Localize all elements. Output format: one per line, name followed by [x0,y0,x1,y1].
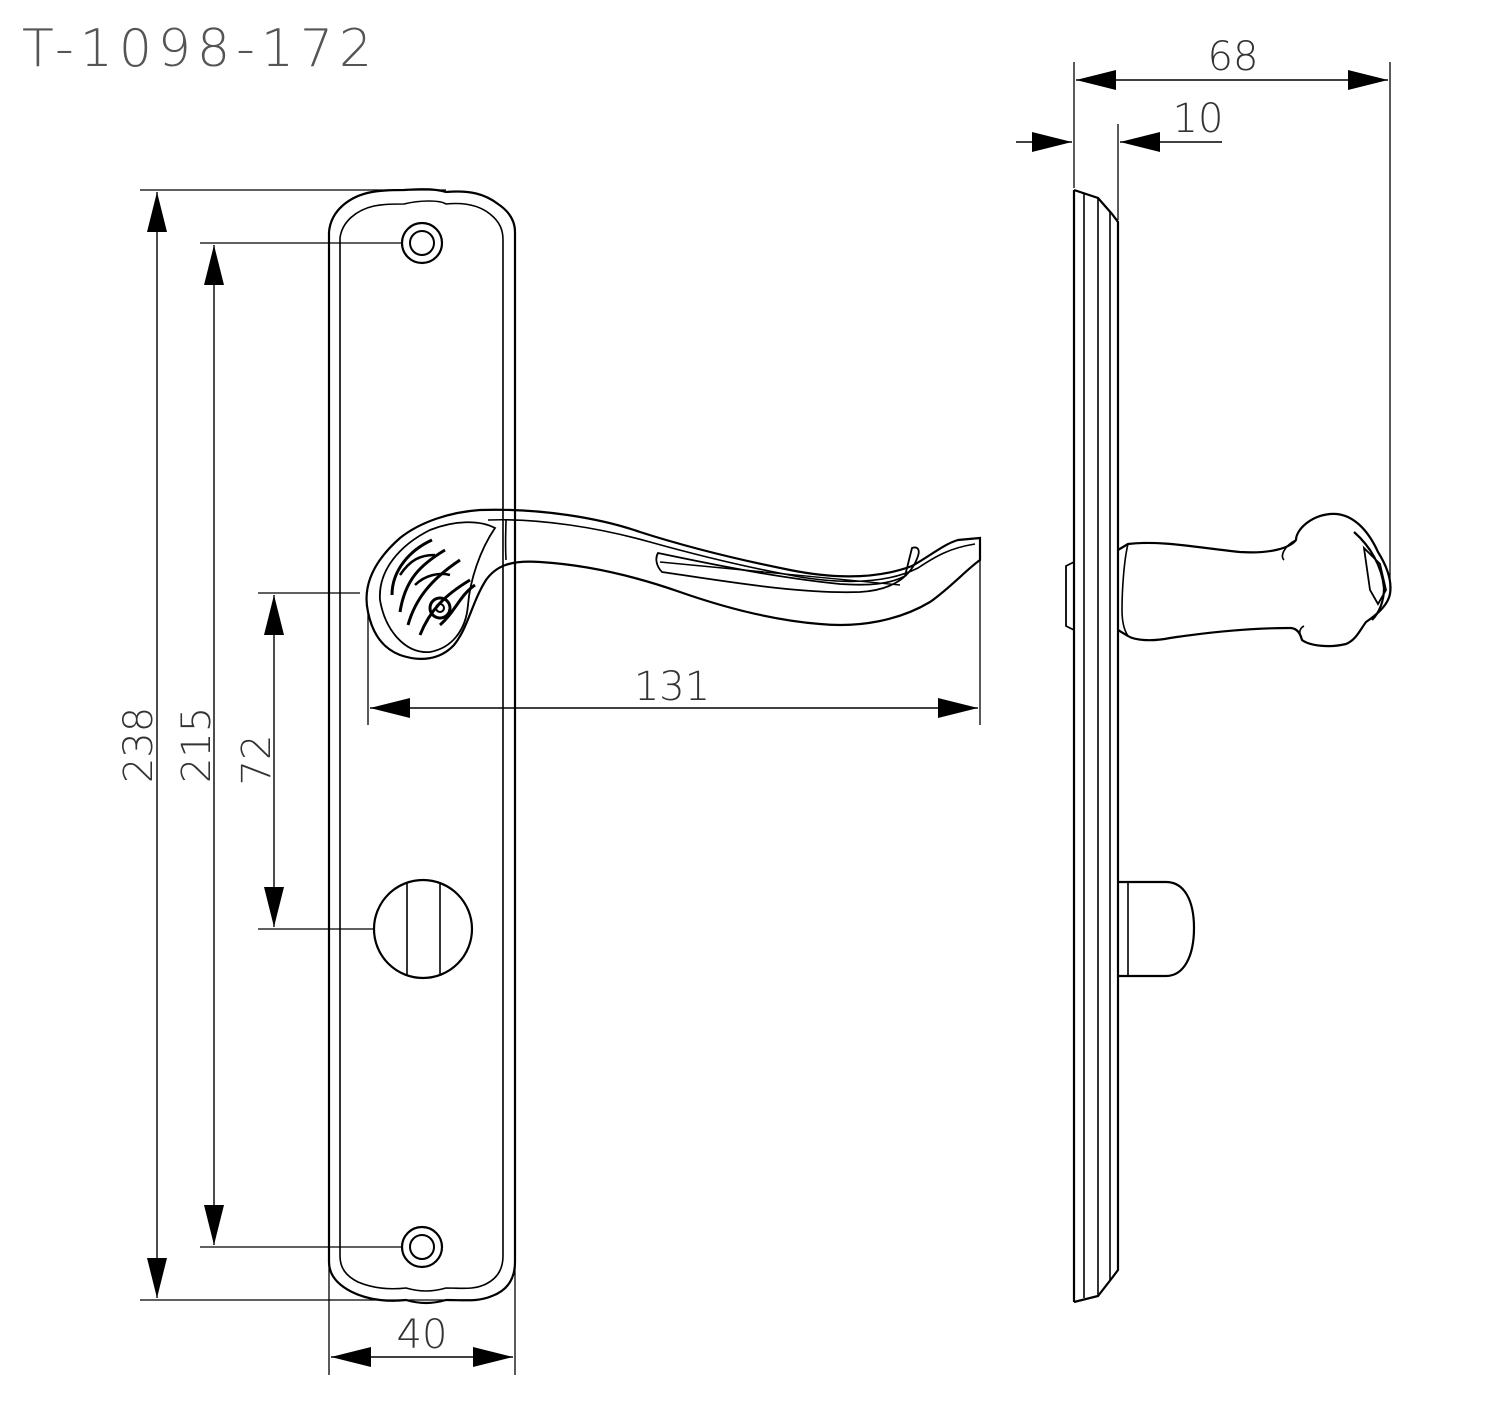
lever-profile [1117,512,1392,648]
thumb-turn-hole [372,878,474,980]
lever-handle [365,508,982,660]
dim-72: 72 [234,735,280,786]
screw-hole-bottom-outer [400,1225,444,1269]
screw-hole-bottom-inner [409,1234,435,1260]
screw-hole-top-inner [409,230,435,256]
dim-40: 40 [397,1312,448,1358]
dim-131: 131 [634,664,710,710]
backplate-inner-outline [339,200,504,1292]
dim-10: 10 [1173,96,1224,142]
side-view [1065,188,1392,1304]
plate-profile [1072,188,1120,1304]
dim-215: 215 [174,707,220,783]
thumb-turn-profile [1118,880,1196,978]
backplate-outline [327,188,517,1305]
side-dimensions: 68 10 [1016,34,1391,594]
screw-hole-top-outer [400,221,444,265]
dim-238: 238 [116,707,162,783]
drawing-title: T-1098-172 [22,19,378,79]
dim-68: 68 [1208,34,1259,80]
front-dimensions: 238 215 72 131 40 [116,189,981,1375]
front-view [327,188,982,1305]
